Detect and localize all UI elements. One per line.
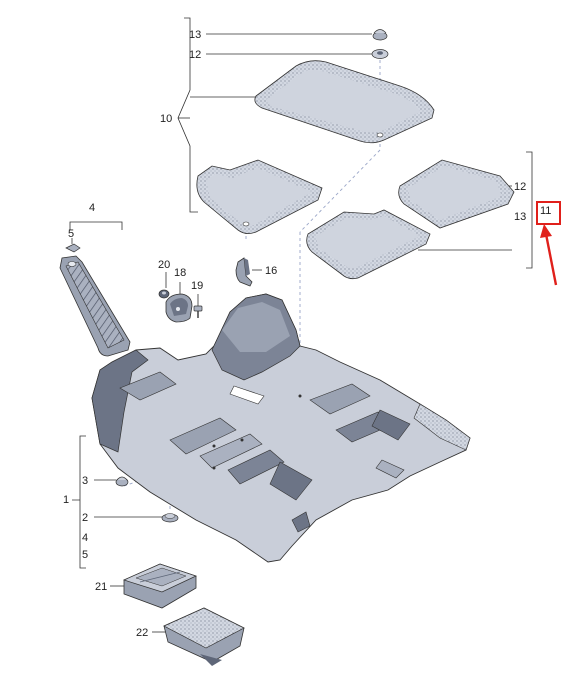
bracket-item-4 <box>69 221 123 230</box>
callout-20: 20 <box>158 259 171 271</box>
insulation-item-22 <box>163 607 245 666</box>
callout-2: 2 <box>82 512 89 524</box>
callout-13-top: 13 <box>189 29 202 41</box>
callout-19: 19 <box>191 280 204 292</box>
callout-1: 1 <box>63 494 70 506</box>
floor-mat-front-right <box>196 159 323 234</box>
highlight-arrow <box>540 224 558 286</box>
floor-mat-rear-right <box>398 159 515 229</box>
callout-4: 4 <box>89 202 96 214</box>
callout-18: 18 <box>174 267 187 279</box>
callout-22: 22 <box>136 627 149 639</box>
clip-13-top <box>372 29 388 41</box>
clip-item-16 <box>235 257 253 287</box>
callout-13-right: 13 <box>514 211 527 223</box>
bracket-mats-rear <box>526 151 533 269</box>
clip-12-top <box>371 49 389 59</box>
callout-4-bottom: 4 <box>82 532 89 544</box>
bracket-item-18 <box>165 293 193 323</box>
leader-lines <box>71 33 512 633</box>
callout-11: 11 <box>540 205 552 217</box>
clip-item-20 <box>158 289 170 299</box>
highlight-box <box>536 201 561 225</box>
callout-5-top: 5 <box>68 228 75 240</box>
heel-pad-item-4 <box>59 255 131 357</box>
floor-carpet <box>91 293 471 563</box>
plug-item-2 <box>161 513 179 523</box>
clip-item-5 <box>65 243 81 253</box>
clip-item-3 <box>115 476 129 487</box>
screw-item-19 <box>193 305 203 318</box>
callout-21: 21 <box>95 581 108 593</box>
floor-mat-front-left <box>254 60 435 144</box>
callout-12-top: 12 <box>189 49 202 61</box>
callout-12-right: 12 <box>514 181 527 193</box>
callout-10: 10 <box>160 113 173 125</box>
callout-5-bottom: 5 <box>82 549 89 561</box>
bracket-mats-front <box>177 17 198 213</box>
callout-16: 16 <box>265 265 278 277</box>
floor-mat-rear-left <box>306 209 431 280</box>
bracket-carpet <box>72 435 86 569</box>
insulation-item-21 <box>123 563 197 609</box>
callout-3: 3 <box>82 475 89 487</box>
